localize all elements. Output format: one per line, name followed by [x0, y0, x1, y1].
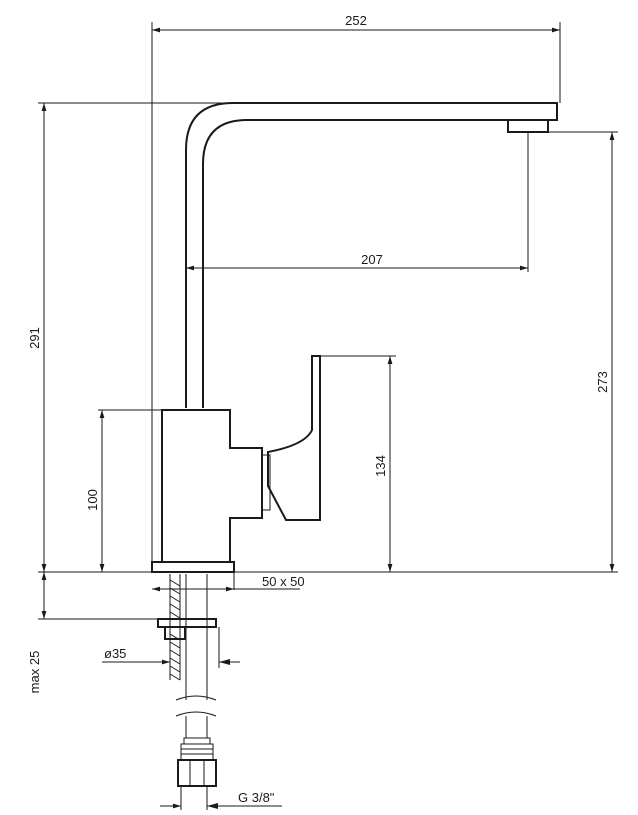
label-base-size: 50 x 50	[262, 574, 305, 589]
hose-fitting	[177, 737, 217, 787]
label-hole-diameter: ø35	[104, 646, 126, 661]
label-total-height: 291	[27, 327, 42, 349]
label-max-thickness: max 25	[27, 651, 42, 694]
under-counter-parts	[157, 574, 217, 787]
label-overall-width: 252	[345, 13, 367, 28]
dimension-labels: 252 207 291 273 134 100 max 25 50 x 50 ø…	[27, 13, 610, 805]
faucet-outline	[151, 102, 558, 573]
label-lever-height: 134	[373, 455, 388, 477]
label-spout-reach: 207	[361, 252, 383, 267]
label-spout-outlet-height: 273	[595, 371, 610, 393]
dimension-lines	[41, 27, 615, 809]
label-thread: G 3/8"	[238, 790, 275, 805]
extension-lines	[38, 22, 618, 810]
label-body-height: 100	[85, 489, 100, 511]
